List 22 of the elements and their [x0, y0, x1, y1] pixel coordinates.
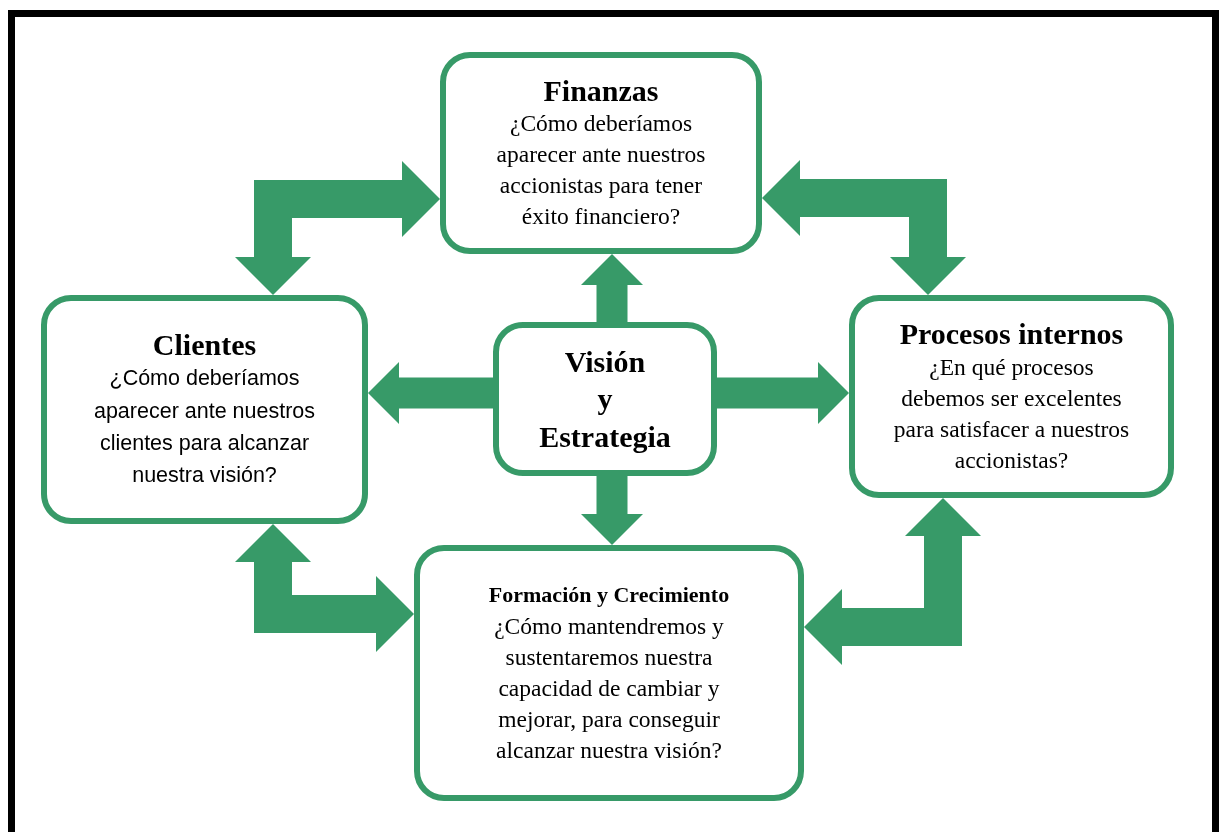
bent-double-arrow — [235, 524, 414, 652]
box-question: ¿Cómo deberíamos aparecer ante nuestros accionistas para tener éxito financiero? — [495, 109, 707, 232]
block-arrow — [581, 254, 643, 322]
rounded-box — [41, 295, 368, 524]
rounded-box — [414, 545, 804, 801]
bent-double-arrow — [235, 161, 440, 295]
box-question: ¿Cómo mantendremos y sustentaremos nuestra capacidad de cambiar y mejorar, para conseguir alcanzar nuestra visión? — [493, 611, 725, 765]
rounded-box — [440, 52, 762, 254]
bent-double-arrow — [804, 498, 981, 665]
bent-double-arrow — [762, 160, 966, 295]
box-heading: Procesos internos — [899, 317, 1124, 352]
box-heading: Finanzas — [543, 73, 659, 109]
block-arrow — [368, 362, 493, 424]
block-arrow — [581, 476, 643, 545]
block-arrow — [717, 362, 849, 424]
box-question: ¿En qué procesos debemos ser excelentes para satisfacer a nuestros accionistas? — [893, 352, 1130, 475]
rounded-box — [493, 322, 717, 476]
box-heading: Visión y Estrategia — [539, 343, 671, 455]
rounded-box — [849, 295, 1174, 498]
box-heading: Formación y Crecimiento — [488, 581, 730, 610]
box-heading: Clientes — [152, 327, 257, 363]
box-question: ¿Cómo deberíamos aparecer ante nuestros clientes para alcanzar nuestra visión? — [92, 365, 317, 489]
